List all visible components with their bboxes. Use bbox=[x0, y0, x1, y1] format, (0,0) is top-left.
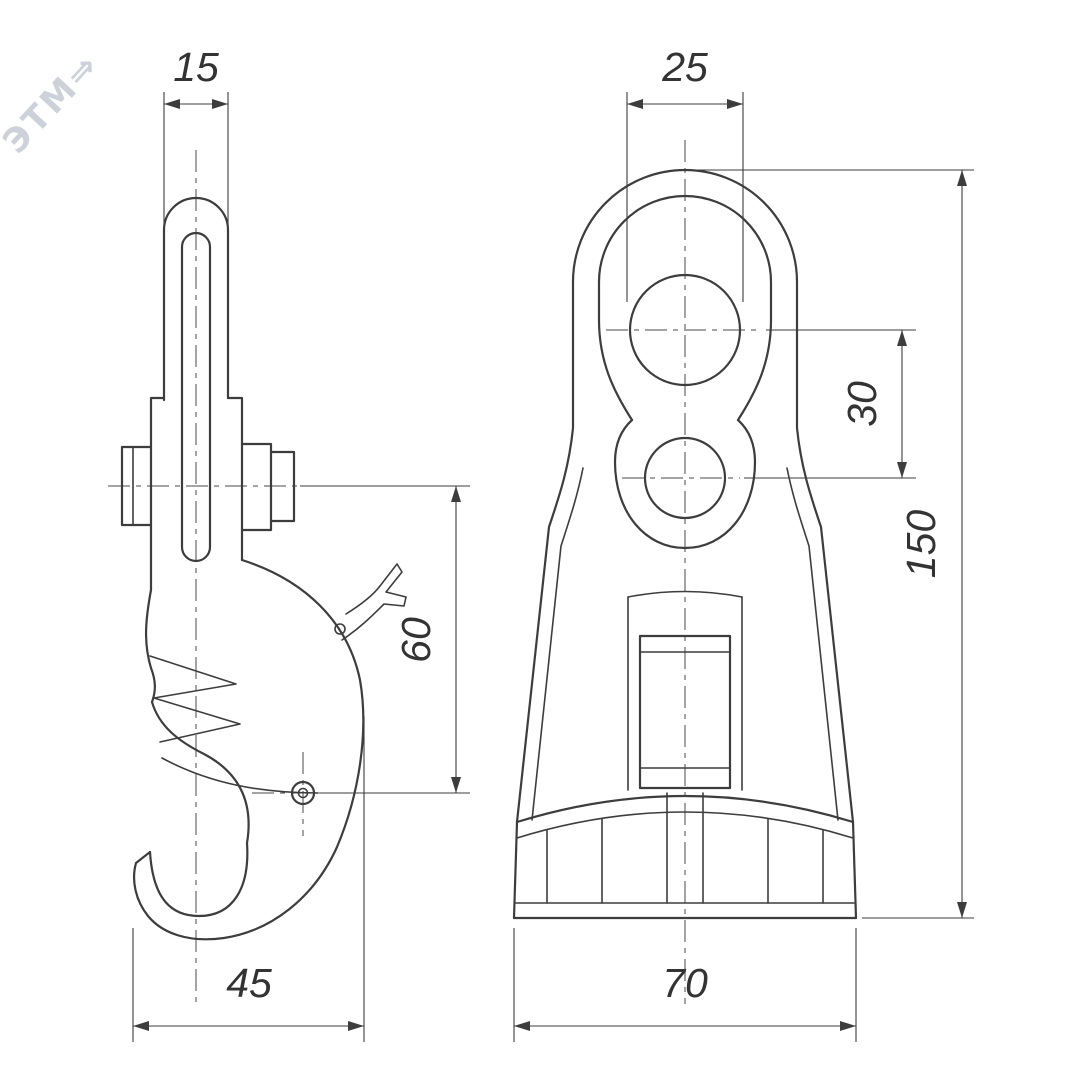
top-link bbox=[162, 196, 230, 563]
inner-arch bbox=[597, 194, 773, 284]
channel-top bbox=[627, 590, 743, 598]
clamp-insert bbox=[638, 634, 732, 790]
hook-left-edge bbox=[144, 588, 156, 704]
dimension-value-150: 150 bbox=[898, 510, 944, 579]
dimension-overall-height: 150 bbox=[697, 169, 974, 919]
dimension-bolt-axis-to-pin: 60 bbox=[300, 485, 470, 794]
right-bolt-head bbox=[269, 450, 296, 523]
outer-arch bbox=[571, 168, 799, 284]
pin-inner bbox=[297, 787, 309, 799]
eye-right-line bbox=[736, 280, 773, 422]
pin-hole bbox=[643, 436, 727, 520]
eye-left-line bbox=[597, 280, 634, 422]
dimension-top-link-width: 15 bbox=[163, 44, 229, 224]
hook-bowl-inner bbox=[148, 841, 249, 918]
dimension-value-45: 45 bbox=[226, 960, 272, 1006]
right-bolt bbox=[240, 442, 273, 532]
dimension-eye-width: 25 bbox=[626, 44, 744, 302]
clevis bbox=[120, 396, 296, 592]
mouth-arc-inner bbox=[516, 811, 854, 839]
right-inner-wall bbox=[786, 467, 839, 821]
clevis-right-edge bbox=[226, 396, 244, 562]
dimension-eye-to-hole: 30 bbox=[744, 329, 916, 479]
lever-pivot bbox=[334, 623, 346, 635]
hook-body bbox=[132, 558, 407, 941]
front-view-centerlines bbox=[606, 140, 762, 1004]
dimension-value-25: 25 bbox=[661, 44, 708, 90]
skirt-right-edge bbox=[851, 820, 858, 920]
mouth-arc-outer bbox=[515, 794, 855, 824]
clevis-left-edge bbox=[149, 396, 166, 592]
dimension-base-width: 70 bbox=[513, 928, 857, 1042]
skirt-ribs bbox=[546, 792, 824, 904]
dimension-value-70: 70 bbox=[662, 960, 708, 1006]
side-view-centerlines bbox=[108, 150, 352, 1006]
link-slot bbox=[180, 231, 212, 563]
front-view-clamp: 25 30 150 70 bbox=[512, 44, 974, 1042]
link-outer-contour bbox=[162, 196, 230, 402]
eye-circle bbox=[628, 273, 742, 387]
bell-mouth bbox=[512, 792, 858, 920]
hook-throat bbox=[150, 700, 250, 845]
left-inner-wall bbox=[531, 467, 584, 821]
dimension-value-60: 60 bbox=[393, 617, 439, 663]
lower-boss bbox=[613, 418, 757, 550]
hook-outer-contour bbox=[132, 558, 365, 941]
left-bolt bbox=[120, 445, 153, 527]
dimension-value-30: 30 bbox=[839, 381, 885, 427]
wedge-channel bbox=[627, 590, 743, 791]
right-side bbox=[795, 280, 855, 824]
skirt-left-edge bbox=[512, 820, 519, 920]
latch-lever bbox=[341, 563, 407, 641]
dimension-hook-width: 45 bbox=[132, 716, 365, 1042]
side-view-hook: 15 60 45 bbox=[108, 44, 470, 1042]
left-side bbox=[515, 280, 575, 824]
pin-outer bbox=[290, 780, 316, 806]
latch-spring bbox=[149, 655, 241, 743]
dimension-value-15: 15 bbox=[173, 44, 219, 90]
